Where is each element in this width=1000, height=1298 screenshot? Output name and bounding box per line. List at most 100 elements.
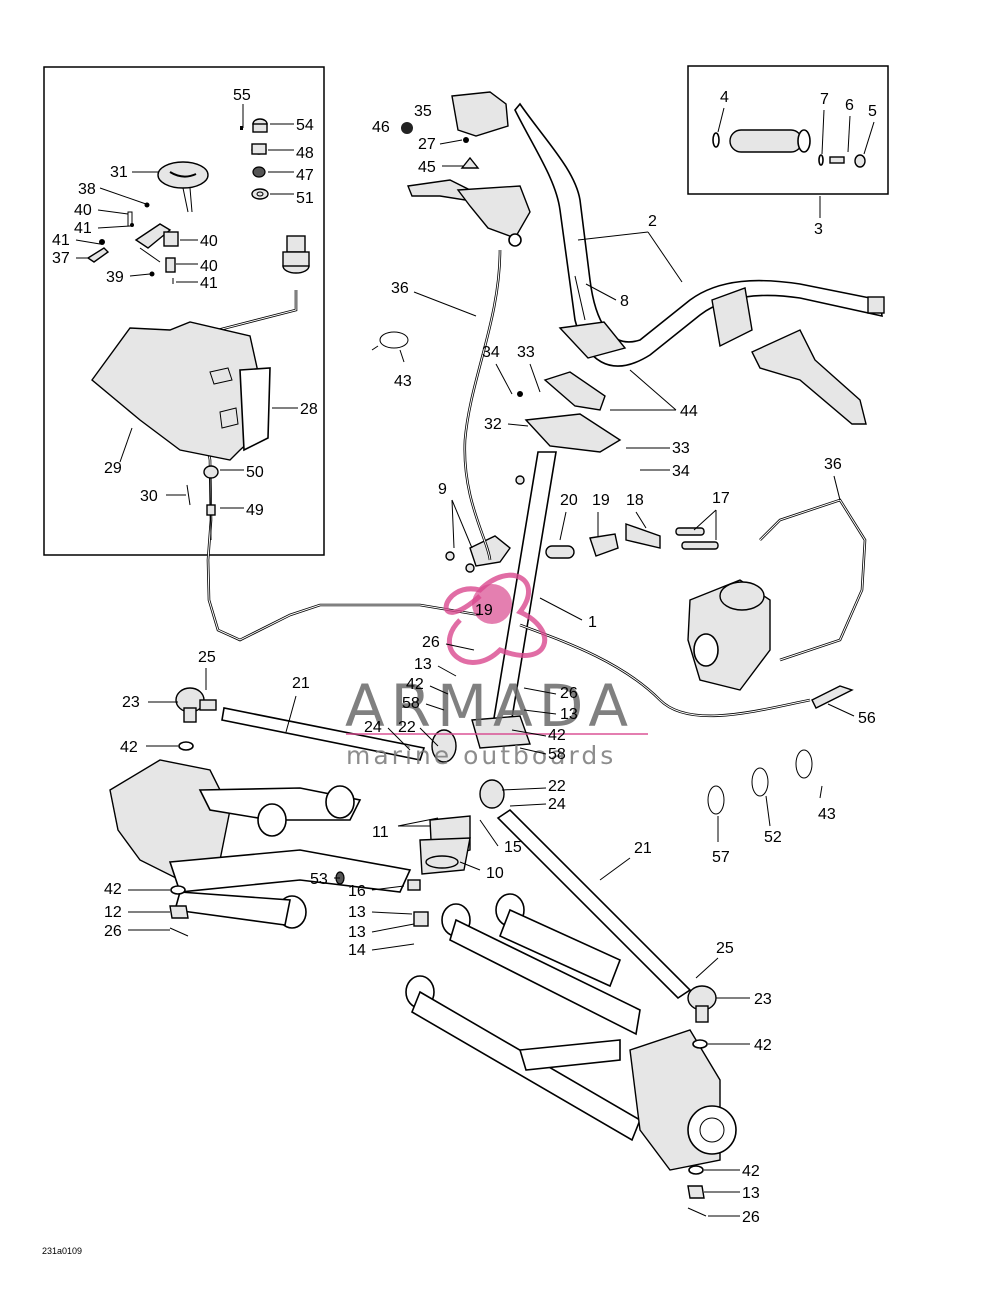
part-callout-main: 13 <box>414 656 432 673</box>
part-callout-main: 42 <box>406 676 424 693</box>
part-callout-main: 42 <box>742 1163 760 1180</box>
leader-line <box>501 787 547 791</box>
a-arm-left-icon <box>109 759 412 929</box>
leader-line <box>695 957 719 979</box>
gauge-disc-icon <box>157 161 209 213</box>
leader-line <box>97 209 129 215</box>
part-callout-main: 13 <box>742 1185 760 1202</box>
part-callout-inset-left: 41 <box>74 220 92 237</box>
leader-line <box>371 923 415 933</box>
part-callout-main: 57 <box>712 849 730 866</box>
leader-line <box>429 685 449 695</box>
part-callout-main: 42 <box>548 727 566 744</box>
part-callout-inset-right: 6 <box>845 97 854 114</box>
leader-line <box>529 363 541 393</box>
leader-line <box>97 225 131 229</box>
leader-line <box>119 427 133 463</box>
leader-line <box>99 187 147 205</box>
part-callout-main: 46 <box>372 119 390 136</box>
leader-line <box>629 369 677 411</box>
leader-line <box>863 121 875 155</box>
part-callout-main: 36 <box>391 280 409 297</box>
part-callout-main: 56 <box>858 710 876 727</box>
figure-code: 231a0109 <box>42 1246 83 1256</box>
leader-line <box>585 283 617 301</box>
part-callout-inset-left: 29 <box>104 460 122 477</box>
part-callout-inset-left: 38 <box>78 181 96 198</box>
lower-column-hardware-icon <box>335 729 505 927</box>
bracket-hardware-icon <box>86 202 179 284</box>
part-callout-main: 42 <box>120 739 138 756</box>
part-callout-inset-left: 54 <box>296 117 314 134</box>
part-callout-inset-right: 4 <box>720 89 729 106</box>
leader-line <box>413 291 477 317</box>
ignition-switch-icon <box>282 235 310 274</box>
leader-line <box>559 511 567 541</box>
part-callout-main: 24 <box>548 796 566 813</box>
part-callout-main: 32 <box>484 416 502 433</box>
leader-line <box>451 499 473 549</box>
leader-line <box>599 857 631 881</box>
cap-assembly-icon <box>240 118 269 200</box>
brake-lever-right-icon <box>711 287 867 425</box>
leader-line <box>399 349 405 363</box>
part-callout-main: 45 <box>418 159 436 176</box>
part-callout-main: 23 <box>122 694 140 711</box>
part-callout-main: 22 <box>398 719 416 736</box>
part-callout-main: 43 <box>394 373 412 390</box>
part-callout-main: 8 <box>620 293 629 310</box>
handlebar-clamp-icon <box>517 275 627 411</box>
part-callout-main: 13 <box>348 924 366 941</box>
part-callout-main: 58 <box>548 746 566 763</box>
leader-line <box>519 747 547 755</box>
tie-rod-icon <box>175 687 717 1023</box>
steering-column-icon <box>471 413 622 749</box>
leader-line <box>635 511 647 529</box>
leader-line <box>495 363 513 395</box>
part-callout-main: 19 <box>592 492 610 509</box>
leader-line <box>539 597 583 621</box>
part-callout-main: 10 <box>486 865 504 882</box>
cowl-panel-icon <box>91 321 271 461</box>
part-callout-main: 15 <box>504 839 522 856</box>
inset-frame-left <box>43 66 325 556</box>
part-callout-inset-left: 41 <box>52 232 70 249</box>
part-callout-main: 13 <box>348 904 366 921</box>
leader-line <box>717 107 725 133</box>
part-callout-main: 13 <box>560 706 578 723</box>
part-callout-main: 22 <box>548 778 566 795</box>
part-callout-main: 58 <box>402 695 420 712</box>
part-callout-inset-left: 51 <box>296 190 314 207</box>
part-callout-inset-right: 7 <box>820 91 829 108</box>
part-callout-main: 23 <box>754 991 772 1008</box>
leader-line <box>437 665 457 677</box>
part-callout-main: 14 <box>348 942 366 959</box>
leader-line <box>833 475 841 501</box>
part-callout-main: 16 <box>348 883 366 900</box>
part-callout-main: 42 <box>104 881 122 898</box>
inset-frame-right <box>687 65 889 195</box>
part-callout-inset-left: 40 <box>200 258 218 275</box>
part-callout-inset-left: 49 <box>246 502 264 519</box>
part-callout-inset-right: 5 <box>868 103 877 120</box>
leader-line <box>397 817 439 827</box>
leader-line <box>451 499 455 549</box>
leader-line <box>523 709 557 715</box>
hardware-stack-left-icon <box>169 741 194 937</box>
leader-line <box>523 687 557 695</box>
grommet-clip-icon <box>186 465 219 541</box>
part-callout-main: 52 <box>764 829 782 846</box>
leader-line <box>459 861 481 871</box>
part-callout-main: 19 <box>475 602 493 619</box>
part-callout-main: 25 <box>716 940 734 957</box>
watermark-tagline: marine outboards <box>346 741 616 770</box>
tie-rod-link-icon <box>445 475 719 573</box>
part-callout-inset-left: 41 <box>200 275 218 292</box>
cable-tie-icon <box>371 331 813 815</box>
part-callout-inset-left: 31 <box>110 164 128 181</box>
part-callout-main: 33 <box>517 344 535 361</box>
handlebar-icon <box>514 102 885 367</box>
throttle-housing-icon <box>401 91 509 169</box>
